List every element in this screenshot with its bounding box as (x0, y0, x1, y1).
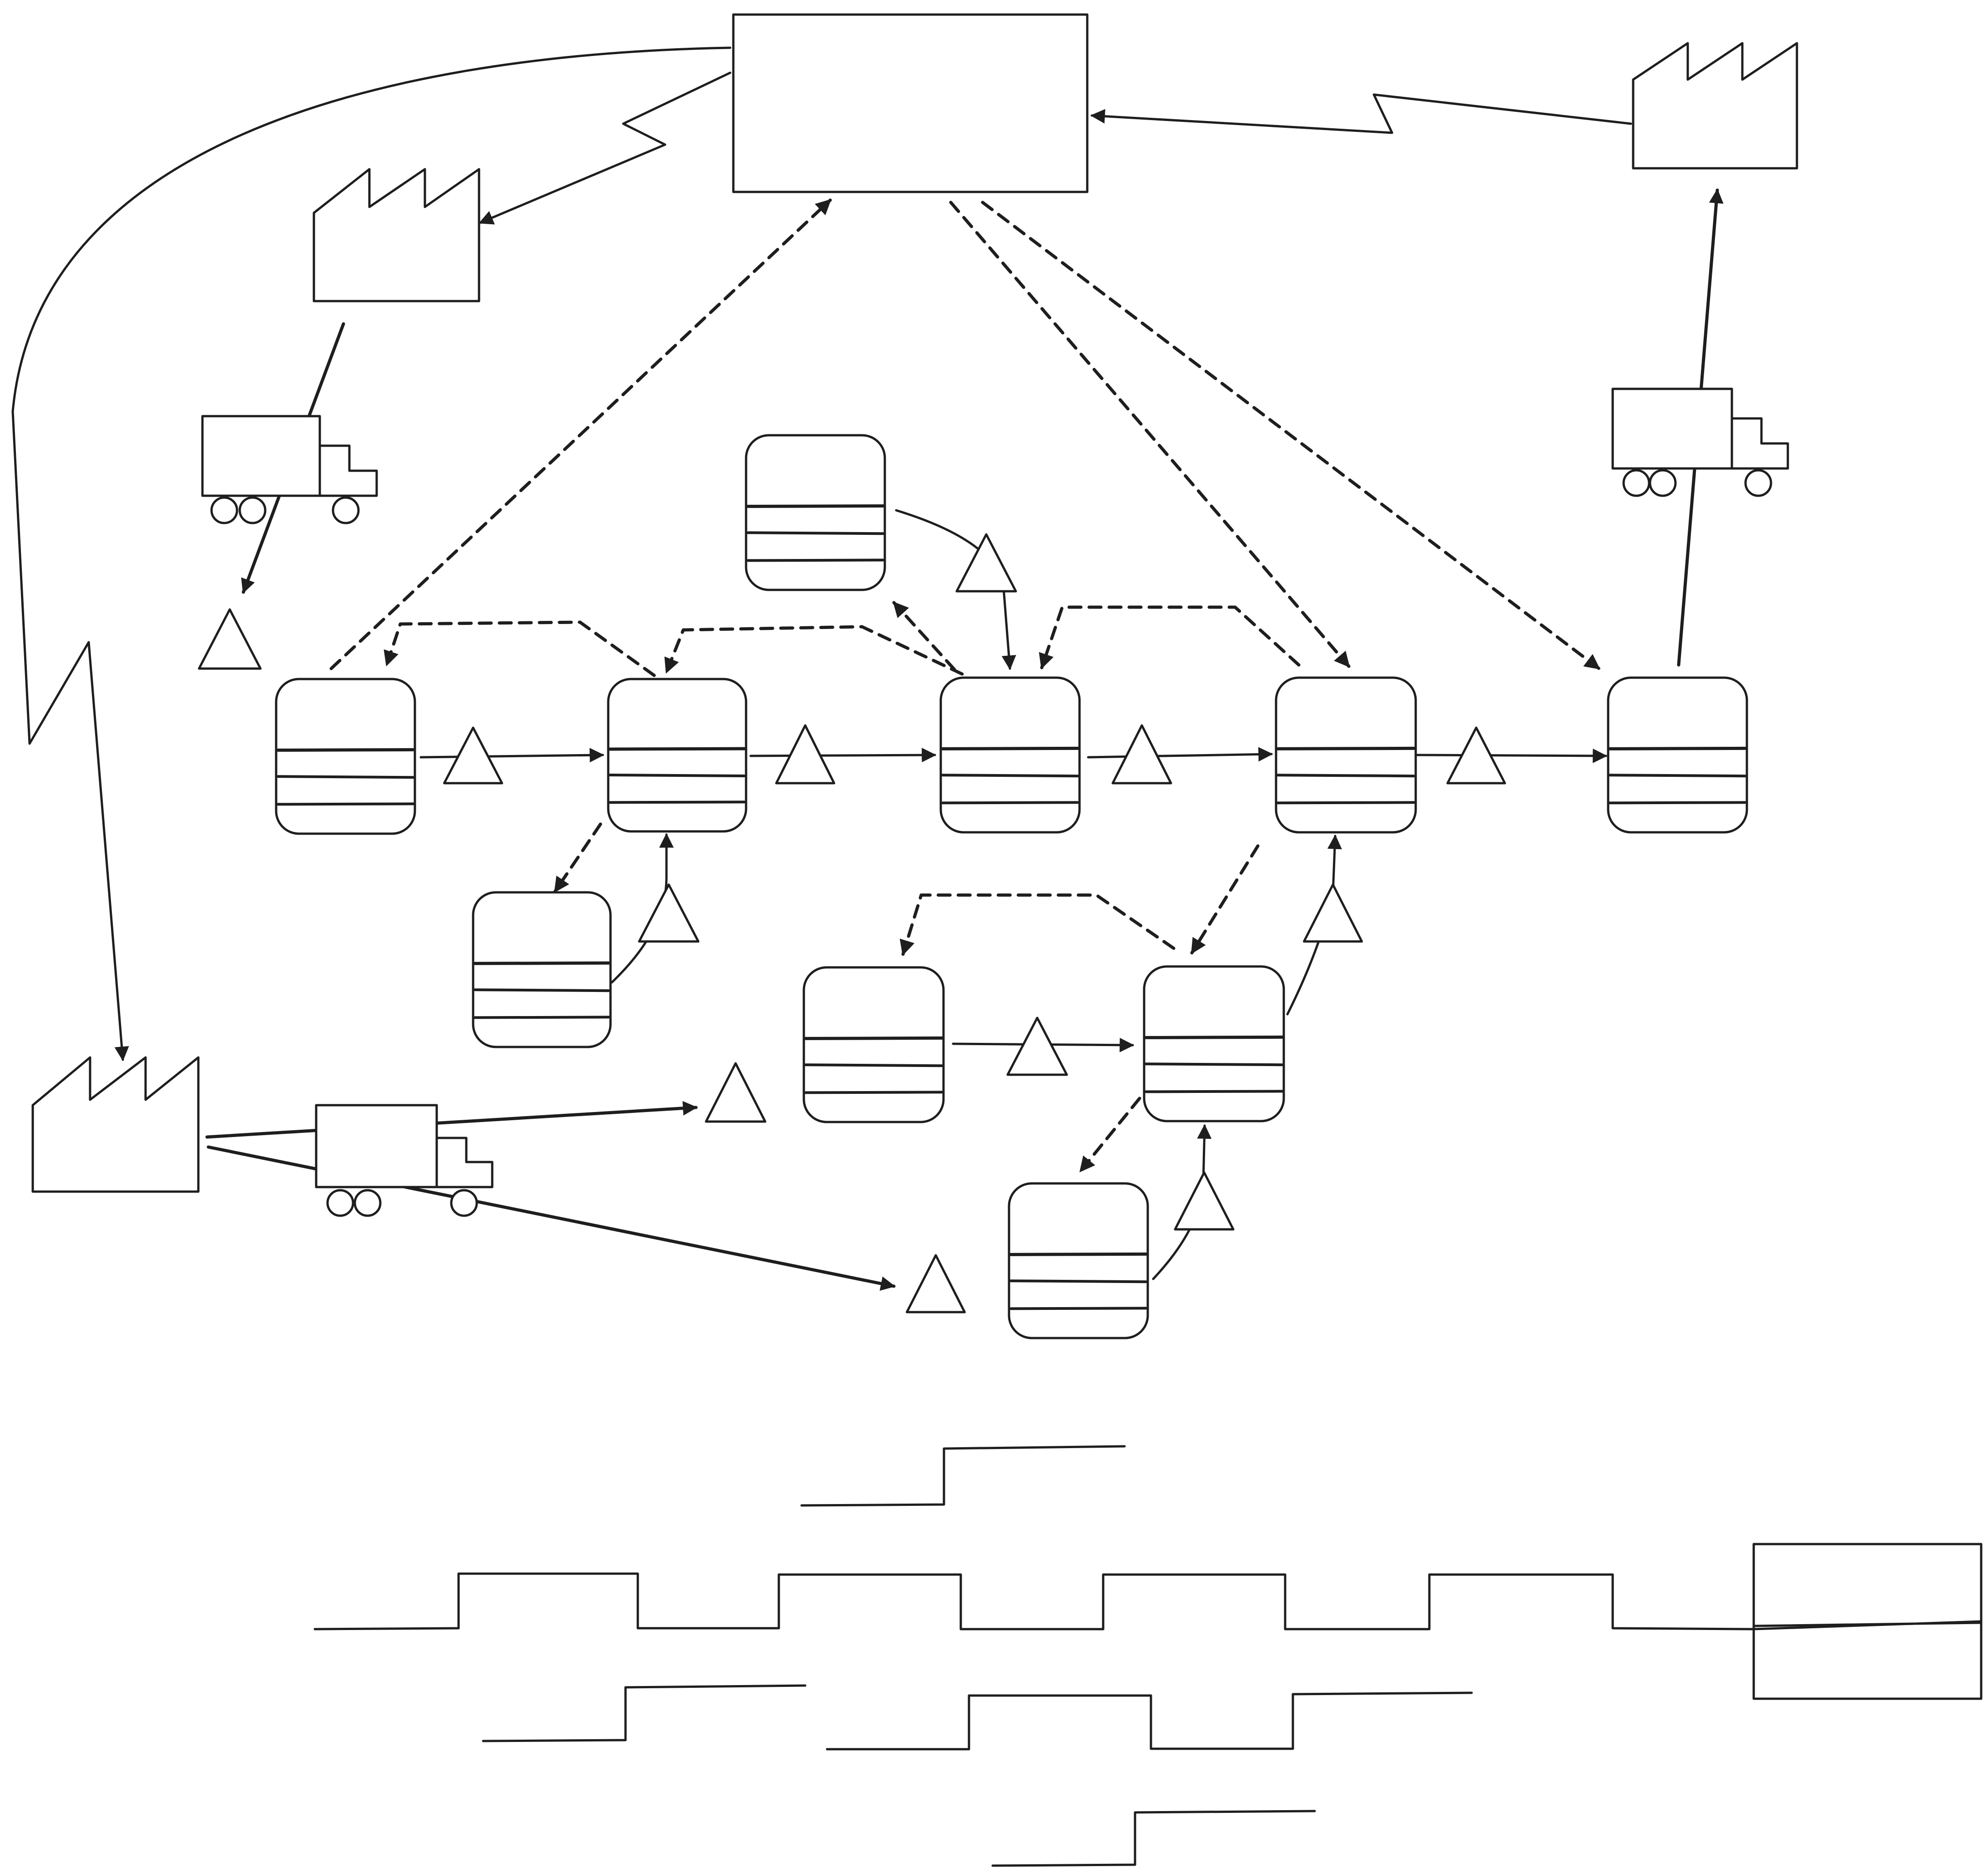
electronic-info-flow-customer (1090, 95, 1631, 133)
plant-shipment-arrow-upper (207, 1101, 696, 1137)
process-box-sub-4 (1144, 966, 1284, 1121)
supplier-factory-icon (314, 169, 479, 301)
timeline-branch-step-3 (827, 1693, 1472, 1749)
manual-info-flow-pc-to-p5 (983, 202, 1599, 669)
inventory-triangle-sub1 (957, 534, 1016, 591)
timeline-total-box (1754, 1544, 1981, 1699)
process-box-3 (941, 678, 1080, 832)
customer-factory-icon (1633, 43, 1797, 168)
manual-info-flow-pc-to-p1 (331, 200, 830, 669)
process-box-sub-5 (1009, 1183, 1148, 1338)
material-flow-p4-p5 (1417, 748, 1608, 763)
process-box-4 (1276, 678, 1416, 832)
inventory-triangle-plant-upper (706, 1063, 765, 1122)
inventory-triangle-p2-p3 (777, 725, 834, 783)
electronic-info-flow-plant (13, 48, 730, 1062)
plant-shipment-arrow-lower (208, 1147, 894, 1291)
production-control-box (733, 15, 1087, 192)
plant-truck-icon (316, 1105, 492, 1216)
manual-info-flow-pc-to-p4 (951, 202, 1349, 666)
process-box-2 (608, 679, 746, 831)
material-flow-p1-p2 (421, 748, 605, 763)
timeline-branch-step-2 (483, 1686, 805, 1741)
process-box-sub-3 (804, 967, 944, 1122)
customer-truck-icon (1613, 389, 1788, 496)
manual-info-flow-p4-to-sub4 (1192, 846, 1258, 953)
plant-factory-icon (33, 1057, 198, 1192)
process-box-5 (1608, 678, 1747, 832)
timeline-main-step-line (315, 1574, 1981, 1629)
process-box-1 (276, 679, 415, 834)
inventory-triangle-p4-p5 (1448, 728, 1505, 783)
material-flow-p3-p4 (1088, 747, 1273, 762)
material-flow-p2-p3 (751, 748, 937, 763)
supplier-truck-icon (202, 416, 377, 523)
inventory-triangle-sub4 (1304, 885, 1362, 941)
manual-info-flow-sub4-to-sub5 (1080, 1098, 1140, 1171)
inventory-triangle-sub5 (1175, 1173, 1233, 1229)
manual-info-flow-p3-to-p2 (664, 627, 962, 674)
timeline-branch-step-4 (993, 1811, 1315, 1866)
inventory-triangle-sub3-sub4 (1008, 1018, 1067, 1075)
inventory-triangle-p3-p4 (1113, 725, 1171, 783)
inventory-triangle-p1-p2 (444, 728, 502, 783)
manual-info-flow-p2-to-sub2 (555, 824, 600, 891)
manual-info-flow-p3-to-sub1 (894, 603, 954, 669)
timeline-branch-step-1 (802, 1446, 1125, 1505)
process-box-sub-2 (473, 892, 611, 1047)
inventory-triangle-plant-lower (907, 1255, 965, 1312)
inventory-triangle-sub2 (639, 885, 698, 941)
schedule-flow-supplier (479, 73, 730, 225)
manual-info-flow-p4-to-p3 (1039, 607, 1299, 668)
manual-info-flow-sub4-to-sub3 (899, 895, 1174, 954)
inventory-triangle-supplier (199, 609, 261, 669)
manual-info-flow-p2-to-p1 (383, 622, 654, 675)
process-box-sub-1 (746, 435, 885, 590)
